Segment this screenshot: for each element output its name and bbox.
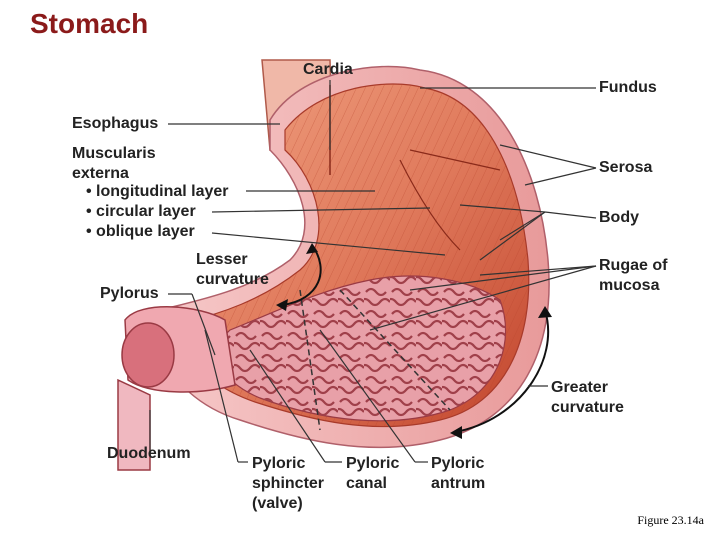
figure-caption: Figure 23.14a bbox=[637, 513, 704, 528]
label-cardia: Cardia bbox=[303, 60, 353, 80]
label-serosa: Serosa bbox=[599, 158, 652, 178]
label-fundus: Fundus bbox=[599, 78, 657, 98]
label-greater-curvature: Greater curvature bbox=[551, 378, 624, 418]
label-rugae-of-mucosa: Rugae of mucosa bbox=[599, 256, 667, 296]
label-oblique-layer: • oblique layer bbox=[86, 222, 195, 242]
label-longitudinal-layer: • longitudinal layer bbox=[86, 182, 229, 202]
label-pylorus: Pylorus bbox=[100, 284, 159, 304]
label-duodenum: Duodenum bbox=[107, 444, 191, 464]
label-esophagus: Esophagus bbox=[72, 114, 158, 134]
label-pyloric-antrum: Pyloric antrum bbox=[431, 454, 485, 494]
label-body: Body bbox=[599, 208, 639, 228]
label-circular-layer: • circular layer bbox=[86, 202, 196, 222]
label-pyloric-sphincter: Pyloric sphincter (valve) bbox=[252, 454, 324, 514]
label-pyloric-canal: Pyloric canal bbox=[346, 454, 399, 494]
label-lesser-curvature: Lesser curvature bbox=[196, 250, 269, 290]
label-muscularis-externa: Muscularis externa bbox=[72, 144, 156, 184]
duodenum-opening bbox=[122, 323, 174, 387]
